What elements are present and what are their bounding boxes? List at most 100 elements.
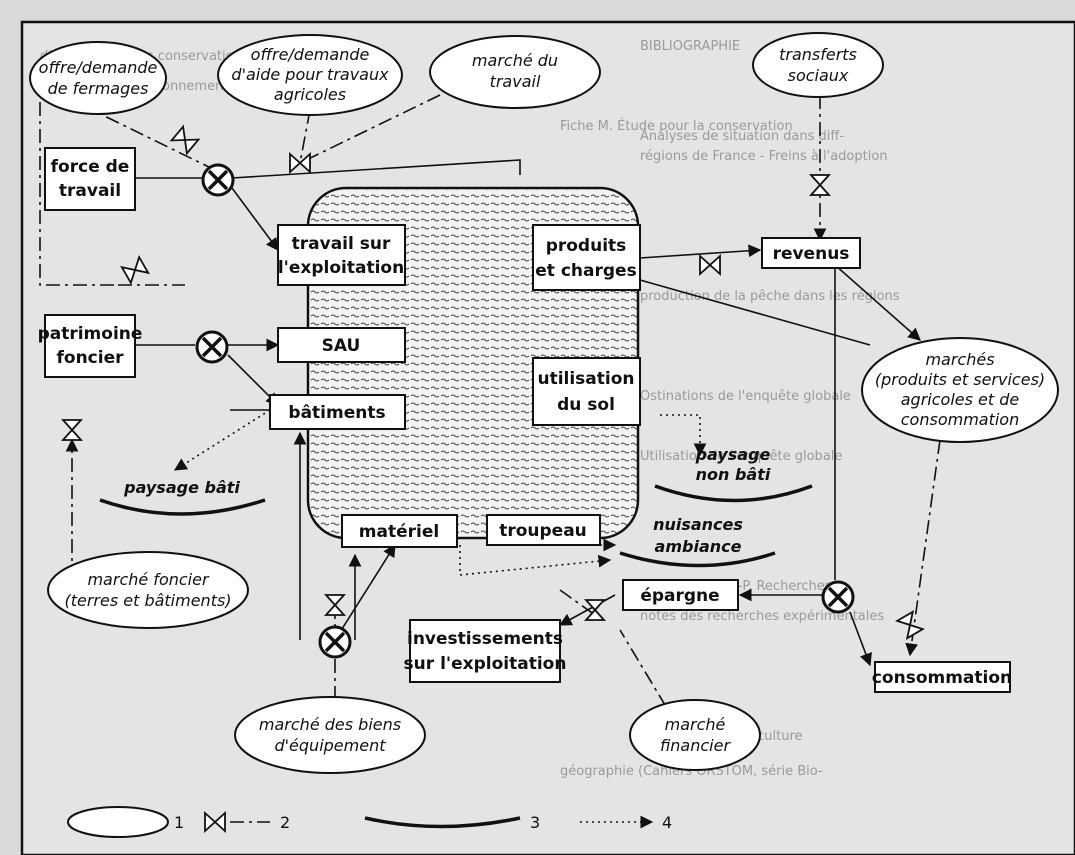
svg-text:d'aide pour travaux: d'aide pour travaux [231, 65, 389, 84]
svg-text:troupeau: troupeau [499, 521, 587, 541]
svg-text:sur l'exploitation: sur l'exploitation [404, 654, 567, 674]
svg-text:consommation: consommation [901, 410, 1019, 429]
valve-icon [895, 610, 925, 640]
legend: 1 2 3 4 [67, 806, 672, 838]
svg-text:agricoles et de: agricoles et de [901, 390, 1020, 409]
valve-icon [120, 255, 150, 285]
flow-revenus-marches [834, 264, 921, 341]
market-marches-produits: marchés (produits et services) agricoles… [861, 337, 1059, 443]
svg-text:marché: marché [665, 715, 726, 734]
market-marche-foncier: marché foncier (terres et bâtiments) [47, 551, 249, 629]
svg-text:force de: force de [51, 157, 130, 177]
svg-text:2: 2 [280, 813, 290, 832]
box-investissements: investissements sur l'exploitation [404, 619, 567, 683]
valve-icon [169, 124, 201, 156]
link-fermages-left [39, 75, 118, 286]
dot-materiel-nuisances [459, 545, 612, 576]
svg-text:marché du: marché du [472, 51, 558, 70]
link-aide [299, 109, 311, 164]
legend-ellipse-icon [67, 806, 169, 838]
market-transferts-sociaux: transferts sociaux [752, 32, 884, 98]
svg-text:travail sur: travail sur [292, 234, 391, 254]
flow-epargne-invest [558, 594, 616, 626]
svg-text:SAU: SAU [322, 336, 361, 356]
svg-text:Ostinations de l'enquête globa: Ostinations de l'enquête globale [640, 389, 851, 404]
market-marche-biens-equipement: marché des biens d'équipement [234, 696, 426, 774]
svg-text:marché foncier: marché foncier [87, 570, 209, 589]
svg-text:investissements: investissements [407, 629, 563, 649]
svg-text:BIBLIOGRAPHIE: BIBLIOGRAPHIE [640, 39, 740, 54]
svg-text:ambiance: ambiance [655, 537, 742, 556]
legend-valve-icon [204, 810, 226, 834]
market-marche-financier: marché financier [629, 699, 761, 771]
svg-text:financier: financier [660, 736, 732, 755]
link-marche-travail [299, 94, 441, 164]
arc-paysage-bati: paysage bâti [99, 478, 266, 516]
market-offre-demande-fermages: offre/demande de fermages [29, 41, 167, 115]
connections [39, 75, 941, 731]
link-epargne-left [559, 589, 596, 616]
valve-icon [289, 151, 311, 175]
arc-nuisances-ambiance: nuisances ambiance [619, 515, 776, 568]
svg-text:(terres et bâtiments): (terres et bâtiments) [64, 591, 231, 610]
box-epargne: épargne [622, 579, 739, 611]
svg-text:notes des recherches expérimen: notes des recherches expérimentales [640, 609, 884, 624]
valve-icon [808, 174, 832, 196]
svg-text:3: 3 [530, 813, 540, 832]
svg-text:travail: travail [490, 72, 541, 91]
flow-biens-materiel [334, 543, 396, 641]
svg-text:revenus: revenus [773, 244, 850, 264]
box-produits-charges: produits et charges [532, 224, 641, 291]
svg-text:paysage: paysage [695, 445, 771, 464]
market-offre-demande-aide: offre/demande d'aide pour travaux agrico… [217, 34, 403, 116]
svg-text:offre/demande: offre/demande [39, 58, 158, 77]
junction-cross-icon [821, 580, 855, 614]
svg-text:Fiche M. Étude pour la conserv: Fiche M. Étude pour la conservation [560, 118, 793, 134]
landscape-arcs: paysage bâti paysage non bâti nuisances … [99, 445, 813, 568]
arc-paysage-non-bati: paysage non bâti [654, 445, 813, 503]
junctions [195, 163, 855, 659]
flow-to-consommation [849, 611, 872, 667]
svg-text:matériel: matériel [359, 522, 439, 542]
valve-icon [323, 594, 347, 616]
svg-text:paysage bâti: paysage bâti [123, 478, 240, 497]
box-sau: SAU [277, 327, 406, 363]
junction-cross-icon [195, 330, 229, 364]
svg-text:utilisation: utilisation [537, 369, 634, 389]
svg-text:4: 4 [662, 813, 672, 832]
svg-text:1: 1 [174, 813, 184, 832]
box-travail-exploitation: travail sur l'exploitation [277, 224, 406, 286]
svg-text:transferts: transferts [779, 45, 857, 64]
svg-text:foncier: foncier [57, 348, 125, 368]
svg-text:d'équipement: d'équipement [275, 736, 387, 755]
flow-produits-marches [639, 279, 871, 346]
svg-text:non bâti: non bâti [696, 465, 771, 484]
box-materiel: matériel [341, 514, 458, 548]
market-ellipses: offre/demande de fermages offre/demande … [29, 32, 1059, 774]
valve-icon [583, 599, 607, 621]
svg-text:travail: travail [59, 181, 121, 201]
svg-text:de fermages: de fermages [48, 79, 149, 98]
box-troupeau: troupeau [486, 514, 601, 546]
flow-produits-revenus [639, 244, 762, 259]
box-force-travail: force de travail [44, 147, 136, 211]
svg-text:patrimoine: patrimoine [38, 324, 143, 344]
flow-to-travail [231, 187, 279, 252]
box-consommation: consommation [872, 661, 1012, 693]
svg-text:Analyses de situation dans dif: Analyses de situation dans diff- [640, 129, 844, 144]
flow-cross-top [231, 159, 521, 179]
svg-text:offre/demande: offre/demande [251, 45, 370, 64]
junction-cross-icon [318, 625, 352, 659]
box-utilisation-sol: utilisation du sol [532, 357, 641, 426]
svg-text:bâtiments: bâtiments [288, 403, 385, 423]
junction-cross-icon [201, 163, 235, 197]
svg-text:Utilisation de l'enquête globa: Utilisation de l'enquête globale [640, 449, 842, 464]
svg-text:du sol: du sol [557, 395, 615, 415]
svg-text:marché des biens: marché des biens [259, 715, 401, 734]
valve-icon [60, 419, 84, 441]
box-batiments: bâtiments [269, 394, 406, 430]
svg-text:agricoles: agricoles [274, 85, 346, 104]
svg-text:épargne: épargne [640, 586, 719, 606]
